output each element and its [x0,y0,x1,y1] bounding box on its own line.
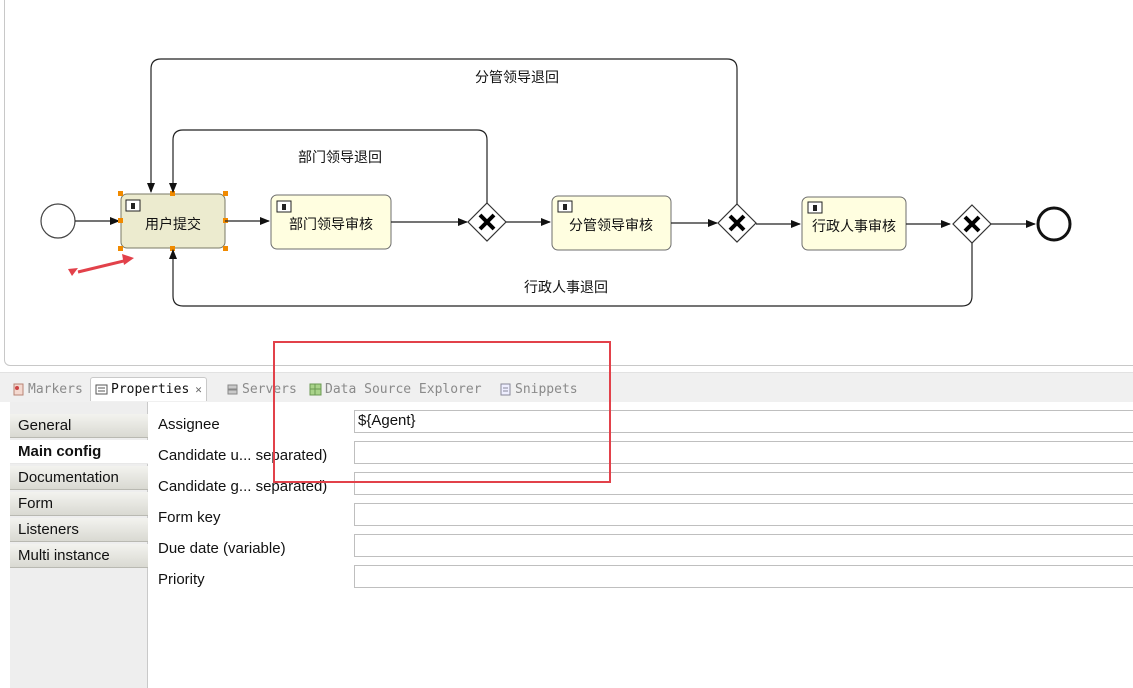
diagram-canvas[interactable] [4,0,1133,366]
tab-markers[interactable]: Markers [8,377,87,401]
task-label: 分管领导审核 [569,218,653,234]
form-key-label: Form key [158,509,221,526]
servers-icon [226,383,239,396]
x-icon [728,214,746,232]
flow-label-dept-reject: 部门领导退回 [298,150,382,166]
snippets-icon [499,383,512,396]
exclusive-gateway[interactable] [717,203,757,243]
exclusive-gateway[interactable] [467,202,507,242]
prop-tab-general[interactable]: General [10,414,148,438]
candidate-users-input[interactable] [354,441,1133,464]
end-event[interactable] [1036,206,1072,242]
task-label: 部门领导审核 [289,217,373,233]
priority-input[interactable] [354,565,1133,588]
properties-tab-list: General Main config Documentation Form L… [10,402,148,688]
tab-data-source-explorer[interactable]: Data Source Explorer [305,377,486,401]
user-task-icon [125,199,141,212]
branch-reject-flow[interactable] [147,58,738,204]
candidate-groups-input[interactable] [354,472,1133,495]
prop-tab-documentation[interactable]: Documentation [10,466,148,490]
view-tab-bar: Markers Properties ✕ Servers Data Source… [0,372,1133,402]
annotation-highlight-box [273,341,611,483]
bpmn-diagram[interactable]: 用户提交 部门领导审核 分管领导 [0,0,1133,370]
tab-label: Servers [242,381,297,397]
task-dept-review[interactable]: 部门领导审核 [270,194,392,250]
flow-label-hr-reject: 行政人事退回 [524,280,608,296]
prop-tab-listeners[interactable]: Listeners [10,518,148,542]
close-icon[interactable]: ✕ [195,383,202,396]
tab-servers[interactable]: Servers [222,377,301,401]
tab-properties[interactable]: Properties ✕ [90,377,207,401]
due-date-input[interactable] [354,534,1133,557]
exclusive-gateway[interactable] [952,204,992,244]
annotation-arrow [68,254,134,276]
priority-label: Priority [158,571,205,588]
dept-reject-flow[interactable] [169,129,488,203]
candidate-users-label: Candidate u... separated) [158,447,328,464]
task-user-submit[interactable]: 用户提交 [118,191,228,251]
data-source-icon [309,383,322,396]
tab-label: Snippets [515,381,578,397]
task-hr-review[interactable]: 行政人事审核 [801,196,907,251]
user-task-icon [807,201,823,214]
tab-label: Data Source Explorer [325,381,482,397]
hr-reject-flow[interactable] [169,243,973,307]
tab-label: Markers [28,381,83,397]
task-label: 用户提交 [145,216,201,233]
markers-icon [12,383,25,396]
prop-tab-form[interactable]: Form [10,492,148,516]
due-date-label: Due date (variable) [158,540,286,557]
properties-icon [95,383,108,396]
properties-panel: General Main config Documentation Form L… [0,402,1133,688]
assignee-input[interactable]: ${Agent} [354,410,1133,433]
prop-tab-multi-instance[interactable]: Multi instance [10,544,148,568]
prop-tab-main-config[interactable]: Main config [10,440,148,464]
x-icon [963,215,981,233]
user-task-icon [557,200,573,213]
task-branch-review[interactable]: 分管领导审核 [551,195,672,251]
flow-label-branch-reject: 分管领导退回 [475,70,559,86]
x-icon [478,213,496,231]
task-label: 行政人事审核 [812,219,896,235]
tab-label: Properties [111,382,190,397]
user-task-icon [276,200,292,213]
assignee-label: Assignee [158,416,220,433]
tab-snippets[interactable]: Snippets [495,377,582,401]
form-key-input[interactable] [354,503,1133,526]
start-event[interactable] [40,203,76,239]
